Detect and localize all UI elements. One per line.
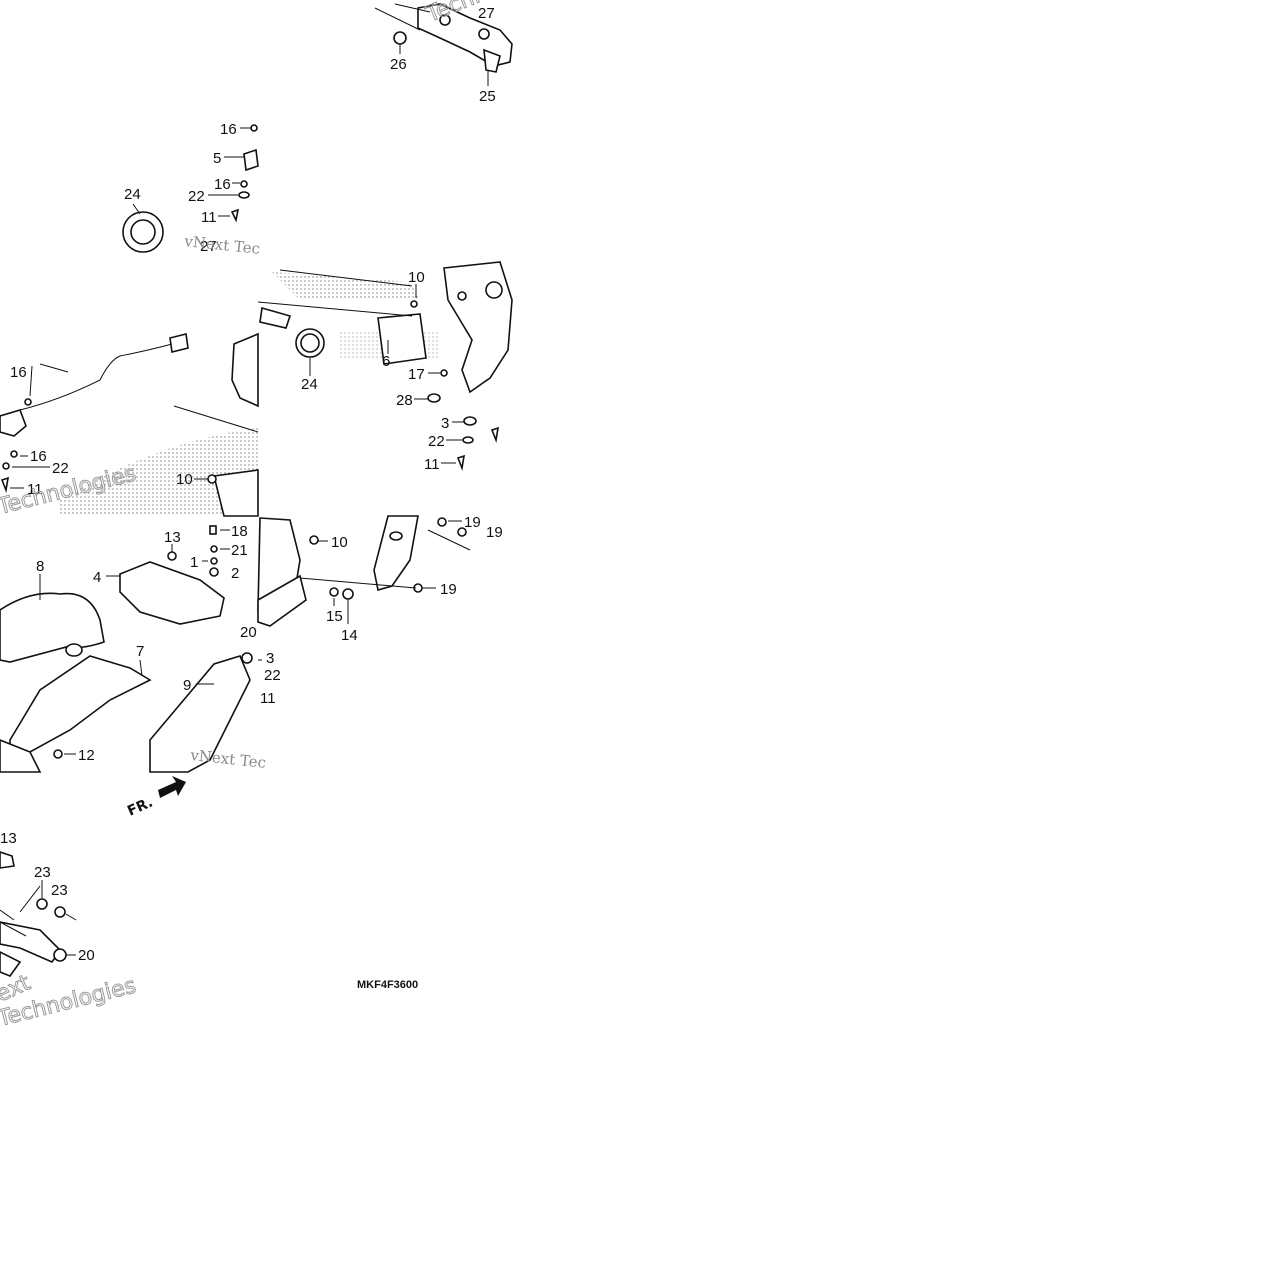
wiring-harness-group [0, 332, 259, 517]
diagram-code: MKF4F3600 [357, 979, 418, 991]
callout-27-b: 27 [200, 238, 217, 255]
bracket-assembly-top [374, 3, 513, 86]
callout-19-f2: 19 [486, 524, 503, 541]
bolt-26-icon [393, 31, 407, 45]
callout-18: 18 [231, 523, 248, 540]
callout-22-c: 22 [428, 433, 445, 450]
watermark-b: vNext Tec [183, 232, 261, 258]
callout-26: 26 [390, 56, 407, 73]
callout-3-f: 3 [266, 650, 274, 667]
callout-11-b: 11 [201, 209, 217, 226]
callout-25: 25 [479, 88, 496, 105]
callout-16-d1: 16 [10, 364, 27, 381]
cover-4-icon [119, 561, 225, 625]
callout-7: 7 [136, 643, 144, 660]
callout-6: 6 [382, 353, 390, 370]
cowl-8-icon [0, 592, 105, 663]
callout-16-b2: 16 [214, 176, 231, 193]
callout-3-c: 3 [441, 415, 449, 432]
callout-2: 2 [231, 565, 239, 582]
callout-13-e: 13 [164, 529, 181, 546]
front-direction-indicator: FR. [125, 776, 186, 820]
callout-24-b: 24 [124, 186, 141, 203]
side-bracket-group [257, 515, 471, 661]
callout-11-d: 11 [27, 481, 43, 498]
callout-5: 5 [213, 150, 221, 167]
callout-22-f: 22 [264, 667, 281, 684]
guard-7-icon [9, 655, 152, 753]
lower-bracket-group [0, 851, 77, 977]
callout-10-d: 10 [176, 471, 193, 488]
callout-22-d: 22 [52, 460, 69, 477]
callout-16-d2: 16 [30, 448, 47, 465]
watermark-e: vNext Tec [189, 746, 267, 772]
callout-10-c: 10 [408, 269, 425, 286]
callout-24-c: 24 [301, 376, 318, 393]
callout-19-f3: 19 [440, 581, 457, 598]
callout-15: 15 [326, 608, 343, 625]
bracket-9-icon [149, 655, 251, 773]
callout-21: 21 [231, 542, 248, 559]
callout-11-c: 11 [424, 456, 440, 473]
tail-cowl-group [0, 525, 253, 773]
callout-8: 8 [36, 558, 44, 575]
callout-19-f1: 19 [464, 514, 481, 531]
callout-13-g: 13 [0, 830, 17, 847]
front-arrow-label: FR. [125, 794, 155, 819]
callout-17: 17 [408, 366, 425, 383]
callout-4: 4 [93, 569, 101, 586]
callout-20-e: 20 [240, 624, 257, 641]
callout-23-b: 23 [51, 882, 68, 899]
fasteners-group-b [122, 124, 259, 253]
rear-plate-assembly [257, 261, 513, 471]
callout-11-f: 11 [260, 690, 276, 707]
callout-10-f: 10 [331, 534, 348, 551]
callout-22-b: 22 [188, 188, 205, 205]
callout-12: 12 [78, 747, 95, 764]
callout-1: 1 [190, 554, 198, 571]
callout-23-a: 23 [34, 864, 51, 881]
callout-27-top: 27 [478, 5, 495, 22]
callout-16-b1: 16 [220, 121, 237, 138]
callout-20-g: 20 [78, 947, 95, 964]
callout-9: 9 [183, 677, 191, 694]
callout-14: 14 [341, 627, 358, 644]
callout-28: 28 [396, 392, 413, 409]
